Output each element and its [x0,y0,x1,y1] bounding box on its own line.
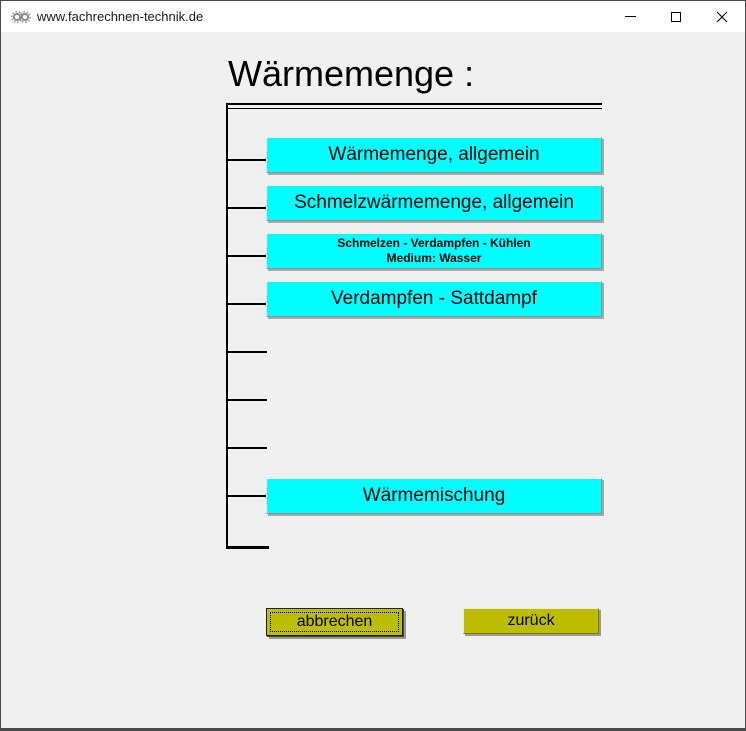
content-area: Wärmemenge : Wärmemenge, allgemein Schme… [1,32,745,728]
back-button-label: zurück [507,612,555,629]
cancel-button[interactable]: abbrechen [266,608,403,636]
titlebar: www.fachrechnen-technik.de [1,1,745,32]
minimize-button[interactable] [607,1,653,32]
tree-branch-line [226,495,267,497]
tree-line-vertical [226,103,228,549]
close-icon [716,11,728,22]
menu-button-schmelzwaermemenge[interactable]: Schmelzwärmemenge, allgemein [266,185,602,221]
focus-rectangle: abbrechen [270,612,399,632]
back-button[interactable]: zurück [463,608,599,634]
maximize-button[interactable] [653,1,699,32]
tree-branch-line-empty [226,399,267,401]
double-gear-icon [11,11,31,23]
minimize-icon [624,16,636,17]
heading-rule-bottom [226,108,602,109]
menu-button-label: Wärmemischung [362,485,506,506]
menu-button-waermemenge-allgemein[interactable]: Wärmemenge, allgemein [266,137,602,173]
tree-branch-line [226,303,267,305]
tree-branch-line [226,159,267,161]
menu-button-schmelzen-verdampfen-kuehlen[interactable]: Schmelzen - Verdampfen - Kühlen Medium: … [266,233,602,269]
menu-button-label-line1: Schmelzen - Verdampfen - Kühlen [337,236,531,250]
tree-line-end [226,546,269,549]
menu-button-label: Verdampfen - Sattdampf [331,288,537,309]
window-controls [607,1,745,32]
cancel-button-label: abbrechen [296,613,373,630]
menu-button-label: Schmelzwärmemenge, allgemein [294,192,574,213]
maximize-icon [671,11,681,22]
close-button[interactable] [699,1,745,32]
tree-branch-line [226,255,267,257]
menu-button-verdampfen-sattdampf[interactable]: Verdampfen - Sattdampf [266,281,602,317]
window-title: www.fachrechnen-technik.de [37,9,204,24]
menu-button-waermemischung[interactable]: Wärmemischung [266,478,602,514]
heading-rule-top [226,103,602,105]
menu-button-label-line2: Medium: Wasser [386,251,482,265]
page-title: Wärmemenge : [228,53,475,94]
tree-branch-line-empty [226,447,267,449]
tree-branch-line-empty [226,351,267,353]
tree-branch-line [226,207,267,209]
menu-button-label: Wärmemenge, allgemein [328,144,540,165]
